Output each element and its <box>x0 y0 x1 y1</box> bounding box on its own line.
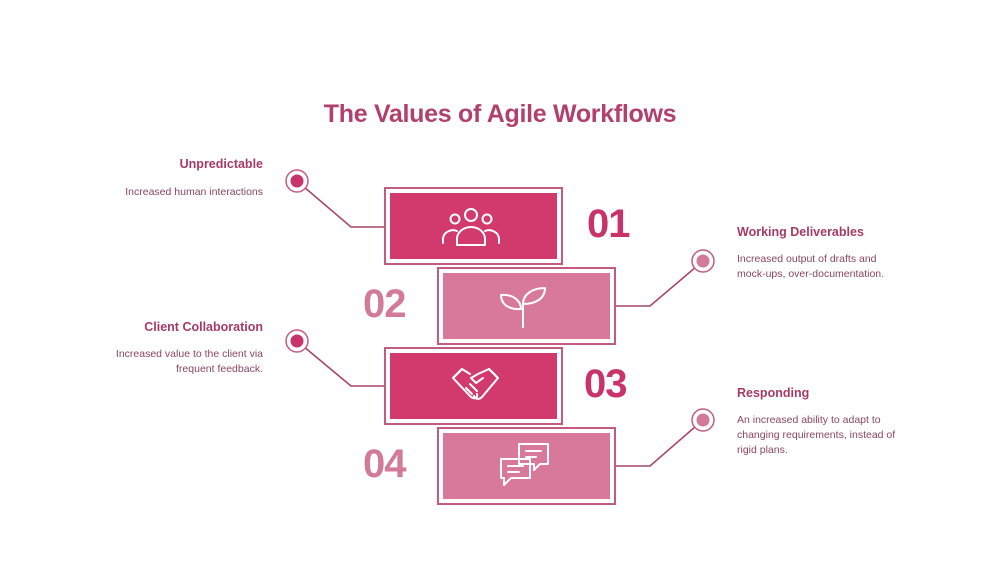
connector-line-responding <box>615 419 704 467</box>
step-number-03: 03 <box>584 362 627 406</box>
step-heading-unpredictable: Unpredictable <box>179 157 263 171</box>
sprout-icon <box>500 287 546 328</box>
step-heading-responding: Responding <box>737 386 810 400</box>
connector-dot-client-collaboration <box>285 329 309 353</box>
step-number-01: 01 <box>587 202 630 246</box>
chat-bubbles-icon <box>500 443 549 486</box>
step-heading-working-deliverables: Working Deliverables <box>737 225 864 239</box>
step-block-03 <box>384 347 563 425</box>
step-description-unpredictable: Increased human interactions <box>125 186 263 198</box>
people-icon <box>442 208 500 246</box>
connector-line-client-collaboration <box>296 340 385 387</box>
connector-dot-unpredictable <box>285 169 309 193</box>
connector-dot-working-deliverables <box>691 249 715 273</box>
connector-dot-responding <box>691 408 715 432</box>
step-block-01 <box>384 187 563 265</box>
connector-line-working-deliverables <box>615 260 704 307</box>
step-block-02 <box>437 267 616 345</box>
connector-line-unpredictable <box>296 180 385 228</box>
step-description-client-collaboration: Increased value to the client via freque… <box>115 348 263 375</box>
step-block-04 <box>437 427 616 505</box>
step-number-02: 02 <box>363 282 406 326</box>
step-number-04: 04 <box>363 442 406 486</box>
step-description-responding: An increased ability to adapt to changin… <box>737 414 896 456</box>
handshake-icon <box>452 368 499 400</box>
page-title: The Values of Agile Workflows <box>323 100 677 128</box>
step-description-working-deliverables: Increased output of drafts and mock-ups,… <box>737 253 885 280</box>
step-heading-client-collaboration: Client Collaboration <box>144 320 263 334</box>
